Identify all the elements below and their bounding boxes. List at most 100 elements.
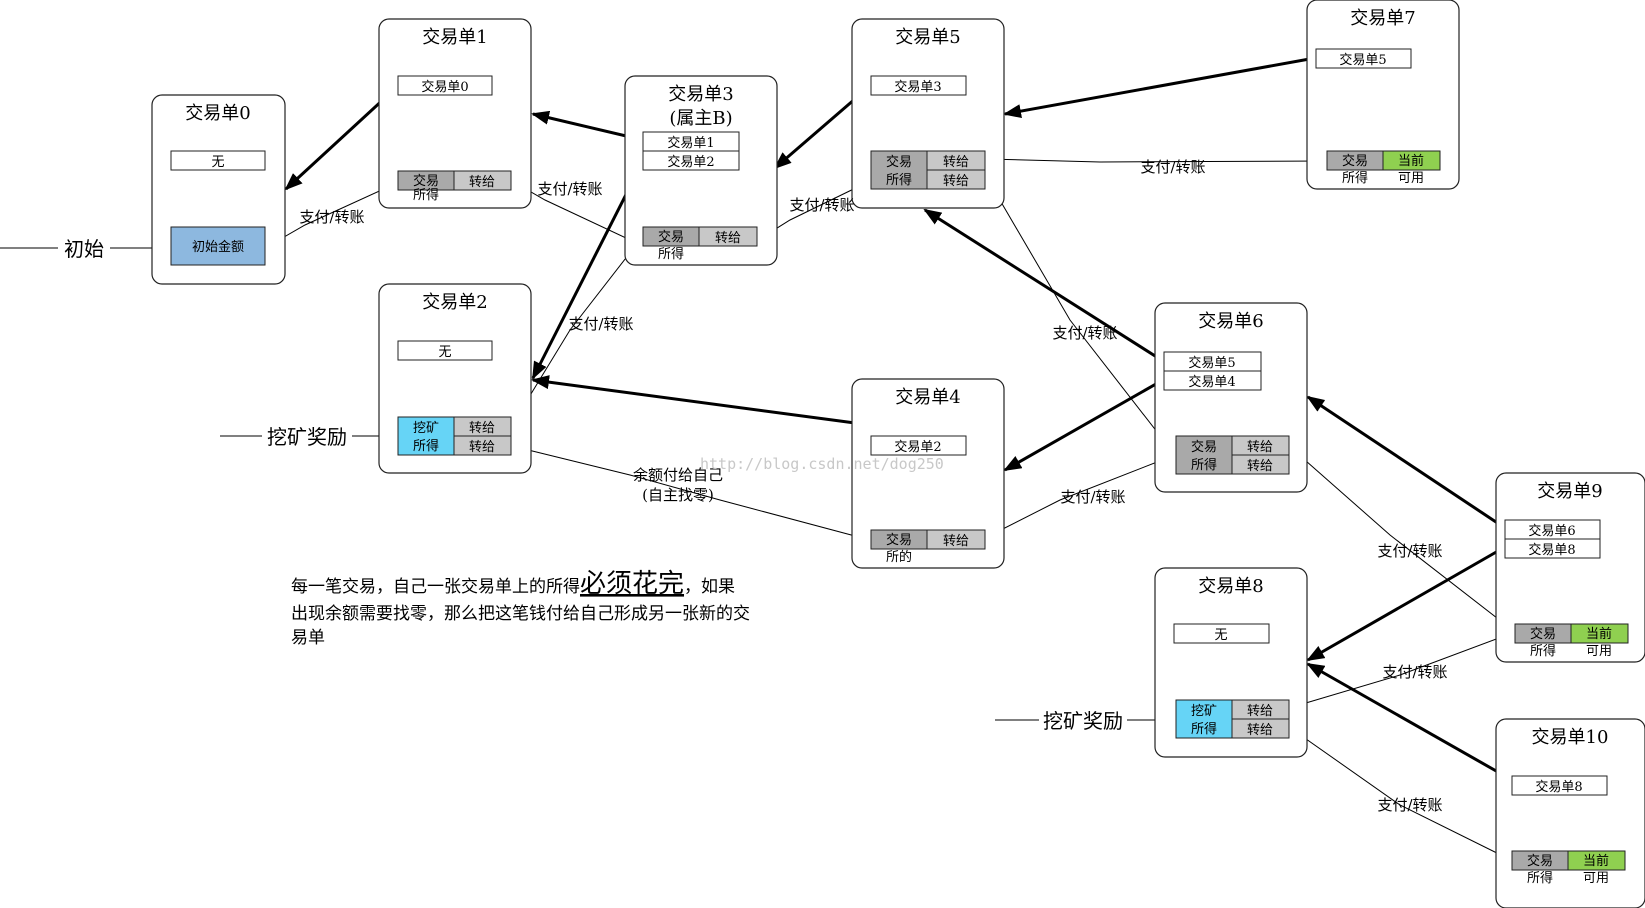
ref-entry: 交易单1	[667, 135, 714, 151]
note-line-3: 易单	[291, 628, 325, 648]
ref-tx7-to-tx5	[1003, 56, 1316, 119]
node-tx0: 交易单0 无 初始金额	[151, 94, 286, 285]
node-title: 交易单8	[1198, 576, 1263, 597]
node-tx6: 交易单6 交易单5 交易单4 交易所得 转给 转给	[1154, 302, 1308, 493]
node-title: 交易单6	[1198, 311, 1263, 332]
ref-entry: 无	[211, 155, 224, 170]
edge-tx8-to-tx9	[1288, 630, 1516, 709]
income-cell: 交易所得	[1191, 439, 1217, 473]
edge-labels: 初始 挖矿奖励 挖矿奖励 支付/转账 支付/转账 支付/转账 支付/转账 支付/…	[58, 158, 1448, 814]
transfer-cell: 转给	[469, 440, 495, 455]
ref-tx10-to-tx8	[1306, 662, 1513, 782]
ref-entry: 交易单8	[1535, 779, 1582, 795]
note-emphasis: 必须花完	[580, 569, 684, 599]
node-tx5: 交易单5 交易单3 交易所得 转给 转给	[851, 18, 1005, 209]
mining-income-cell: 挖矿所得	[1191, 704, 1217, 737]
change-label-sub: (自主找零)	[642, 486, 714, 504]
transfer-cell: 转给	[1247, 704, 1273, 719]
available-cell: 当前可用	[1583, 853, 1609, 886]
ref-tx9-to-tx8	[1306, 545, 1506, 662]
income-cell: 交易所得	[1527, 853, 1553, 886]
available-cell: 当前可用	[1398, 153, 1424, 186]
pay-transfer-label: 支付/转账	[1140, 158, 1205, 176]
pay-transfer-label: 支付/转账	[1052, 324, 1117, 342]
ref-entry: 交易单4	[1188, 374, 1235, 390]
edge-tx2-to-tx4-change	[511, 445, 871, 543]
node-tx8: 交易单8 无 挖矿所得 转给 转给	[1154, 567, 1308, 758]
pay-transfer-label: 支付/转账	[568, 315, 633, 333]
edge-tx5-to-tx7	[986, 156, 1326, 167]
node-title: 交易单5	[895, 27, 960, 48]
transfer-cell: 转给	[469, 175, 495, 190]
node-tx2: 交易单2 无 挖矿所得 转给 转给	[378, 283, 532, 474]
initial-label: 初始	[64, 237, 104, 261]
pay-transfer-label: 支付/转账	[1382, 663, 1447, 681]
node-tx3: 交易单3 (属主B) 交易单1 交易单2 交易所得 转给	[624, 75, 778, 266]
ref-tx6-to-tx4	[1003, 378, 1164, 472]
pay-transfer-label: 支付/转账	[537, 180, 602, 198]
mining-income-cell: 挖矿所得	[413, 421, 439, 454]
node-tx7: 交易单7 交易单5 交易所得 当前可用	[1306, 0, 1460, 190]
pay-transfer-label: 支付/转账	[1377, 542, 1442, 560]
income-cell: 交易所得	[658, 229, 684, 262]
edge-tx5-to-tx6	[986, 177, 1176, 456]
initial-amount-cell: 初始金额	[192, 239, 244, 255]
transfer-cell: 转给	[943, 174, 969, 189]
ref-tx9-to-tx6	[1306, 395, 1506, 530]
ref-tx6-to-tx5	[923, 208, 1164, 363]
ref-entry: 交易单3	[894, 79, 941, 95]
income-cell: 交易所的	[886, 532, 912, 565]
node-title: 交易单7	[1350, 8, 1415, 29]
pay-transfer-label: 支付/转账	[299, 208, 364, 226]
transfer-cell: 转给	[469, 421, 495, 436]
change-label: 余额付给自己	[633, 466, 723, 484]
ref-entry: 交易单8	[1528, 542, 1575, 558]
ref-entry: 交易单6	[1528, 523, 1575, 539]
reference-edges	[284, 56, 1513, 782]
mining-reward-label: 挖矿奖励	[267, 425, 347, 449]
ref-entry: 无	[1214, 628, 1227, 643]
node-title: 交易单10	[1532, 727, 1609, 748]
transfer-cell: 转给	[943, 155, 969, 170]
edge-tx4-to-tx6	[986, 453, 1176, 538]
income-cell: 交易所得	[413, 173, 439, 203]
node-title: 交易单4	[895, 387, 960, 408]
income-cell: 交易所得	[1530, 626, 1556, 659]
income-cell: 交易所得	[886, 154, 912, 188]
ref-tx4-to-tx2	[531, 375, 871, 427]
node-title: 交易单3	[668, 84, 733, 105]
mining-reward-label: 挖矿奖励	[1043, 709, 1123, 733]
transfer-cell: 转给	[943, 534, 969, 549]
pay-transfer-label: 支付/转账	[1377, 796, 1442, 814]
edge-tx8-to-tx10	[1288, 726, 1516, 863]
pay-transfer-label: 支付/转账	[1060, 488, 1125, 506]
node-title: 交易单2	[422, 292, 487, 313]
pay-transfer-label: 支付/转账	[789, 196, 854, 214]
node-tx4: 交易单4 交易单2 交易所的 转给	[851, 378, 1005, 569]
node-title: 交易单1	[422, 27, 487, 48]
ref-entry: 交易单5	[1339, 52, 1386, 68]
node-tx10: 交易单10 交易单8 交易所得 当前可用	[1495, 718, 1645, 908]
node-subtitle-owner: (属主B)	[669, 108, 732, 129]
edge-tx6-to-tx9	[1288, 445, 1516, 633]
transfer-cell: 转给	[1247, 440, 1273, 455]
ref-entry: 交易单2	[667, 154, 714, 170]
transfer-cell: 转给	[715, 231, 741, 246]
note-line-1: 每一笔交易，自己一张交易单上的所得必须花完，如果	[291, 569, 735, 599]
income-cell: 交易所得	[1342, 153, 1368, 186]
ref-entry: 交易单2	[894, 439, 941, 455]
node-title: 交易单9	[1537, 481, 1602, 502]
transfer-cell: 转给	[1247, 459, 1273, 474]
ref-entry: 交易单0	[421, 79, 468, 95]
note-line-2: 出现余额需要找零，那么把这笔钱付给自己形成另一张新的交	[291, 604, 750, 624]
transfer-cell: 转给	[1247, 723, 1273, 738]
ref-entry: 无	[438, 345, 451, 360]
explanation-note: 每一笔交易，自己一张交易单上的所得必须花完，如果 出现余额需要找零，那么把这笔钱…	[291, 569, 750, 648]
available-cell: 当前可用	[1586, 626, 1612, 659]
node-tx1: 交易单1 交易单0 交易所得 转给	[378, 18, 532, 209]
watermark-text: http://blog.csdn.net/dog250	[700, 455, 944, 473]
ref-entry: 交易单5	[1188, 355, 1235, 371]
node-tx9: 交易单9 交易单6 交易单8 交易所得 当前可用	[1495, 472, 1645, 663]
node-title: 交易单0	[185, 103, 250, 124]
